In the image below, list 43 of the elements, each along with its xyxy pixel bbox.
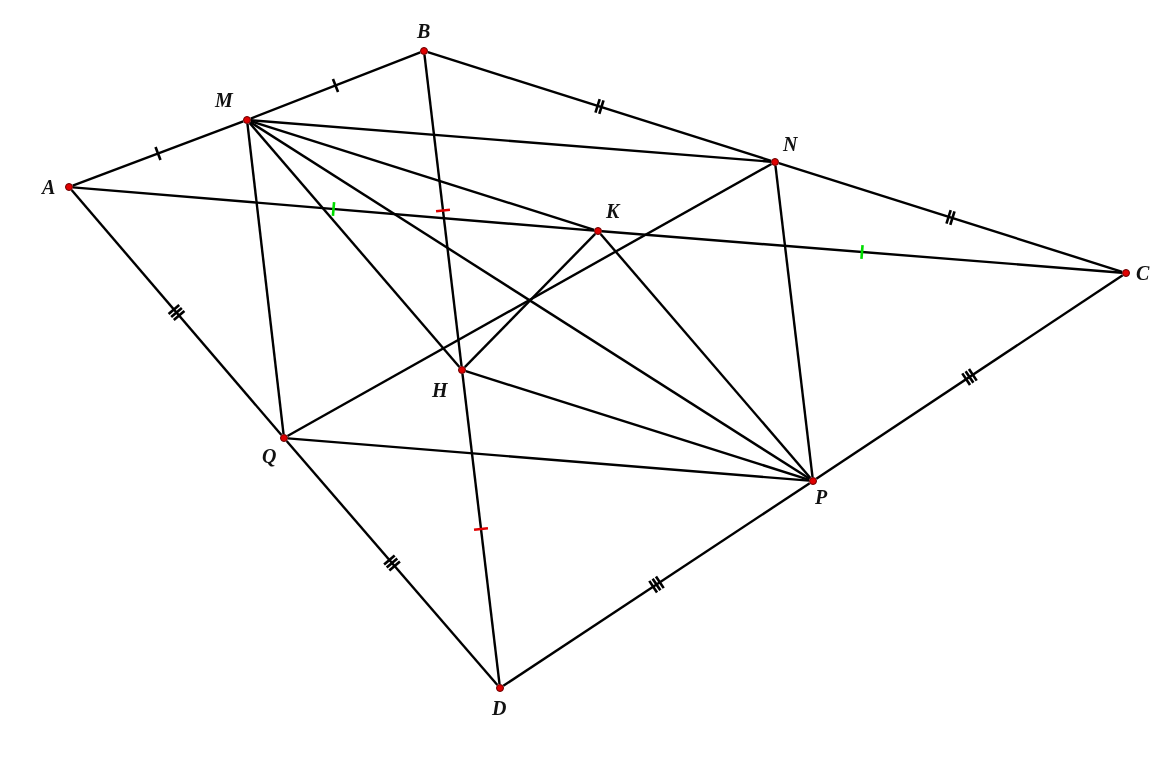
line-segment [601,230,1123,274]
point-dot [243,116,251,124]
line-segment [463,233,597,368]
point-label: K [606,201,620,221]
line-segment [250,120,595,231]
point-label: C [1136,263,1150,283]
point-dot [594,227,602,235]
line-segment [599,233,812,479]
point-label: P [815,487,828,507]
line-segment [465,370,810,481]
point-dot [1122,269,1130,277]
point-dot [496,684,504,692]
line-segment [502,482,811,687]
line-segment [427,51,772,162]
line-segment [461,373,501,685]
line-segment [70,189,283,436]
point-label: Q [262,446,277,466]
line-segment [778,162,1123,273]
point-dot [65,183,73,191]
line-segment [815,274,1124,480]
line-segment [72,120,244,187]
line-segment [286,162,773,438]
line-segment [72,186,595,232]
line-segment [285,440,499,686]
point-dot [280,434,288,442]
line-segment [774,165,814,478]
point-label: B [417,21,431,41]
line-segment [250,51,421,120]
line-segment [248,122,461,368]
point-label: H [432,380,448,400]
point-label: D [492,698,507,718]
point-label: A [42,177,56,197]
point-dot [771,158,779,166]
point-dot [809,477,817,485]
line-segment [249,121,811,480]
point-label: M [215,90,233,110]
line-segment [287,437,810,482]
line-segment [246,123,285,435]
point-dot [458,366,466,374]
point-label: N [783,134,798,154]
line-segment [250,119,772,163]
point-dot [420,47,428,55]
line-segment [423,54,463,367]
